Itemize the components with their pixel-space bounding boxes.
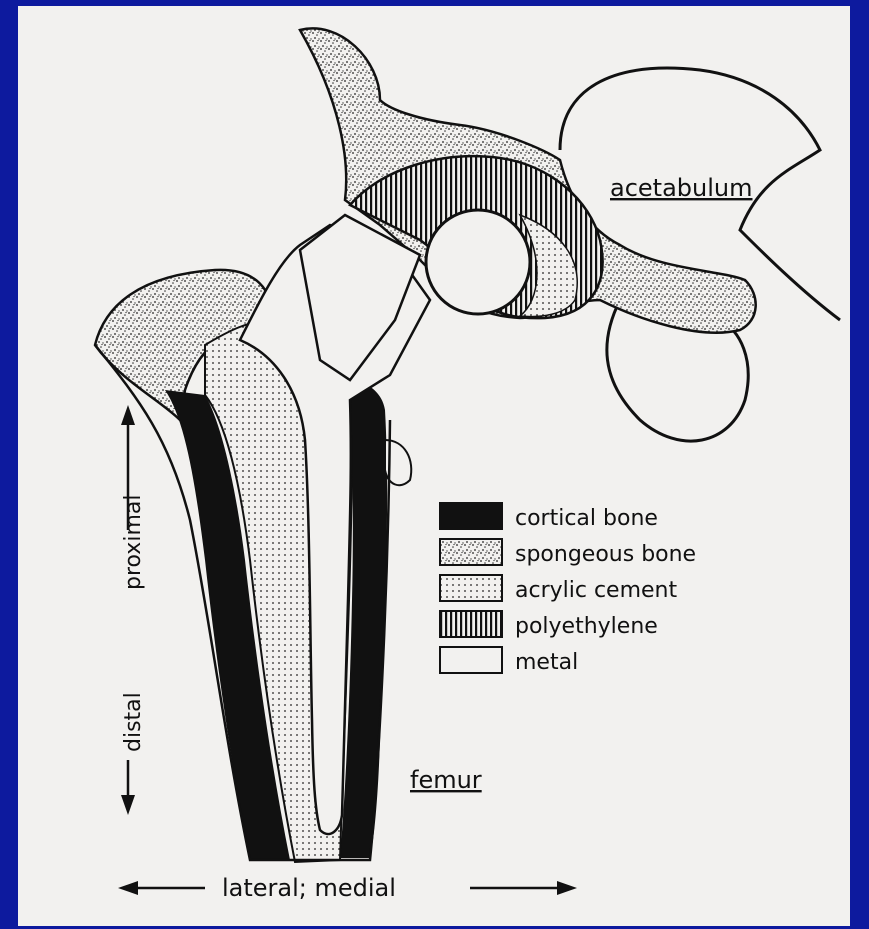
- acetabulum-label: acetabulum: [610, 174, 753, 202]
- medial-arrow-head: [557, 881, 577, 895]
- legend-label-cement: acrylic cement: [515, 578, 677, 603]
- legend-label-poly: polyethylene: [515, 614, 658, 639]
- slide-frame-right: [850, 0, 869, 929]
- proximal-arrow-head: [121, 405, 135, 425]
- femoral-head-metal: [426, 210, 530, 314]
- legend-label-spongeous: spongeous bone: [515, 542, 696, 567]
- legend-swatch-cortical: [440, 503, 502, 529]
- lateral-arrow-head: [118, 881, 138, 895]
- distal-label: distal: [121, 692, 146, 752]
- legend-swatch-cement: [440, 575, 502, 601]
- legend-swatch-poly: [440, 611, 502, 637]
- legend-swatch-metal: [440, 647, 502, 673]
- lateral-medial-label: lateral; medial: [222, 874, 396, 902]
- legend-swatch-spongeous: [440, 539, 502, 565]
- femur-label: femur: [410, 766, 482, 794]
- proximal-label: proximal: [121, 495, 146, 590]
- legend-label-metal: metal: [515, 650, 578, 675]
- legend-label-cortical: cortical bone: [515, 506, 658, 531]
- distal-arrow-head: [121, 795, 135, 815]
